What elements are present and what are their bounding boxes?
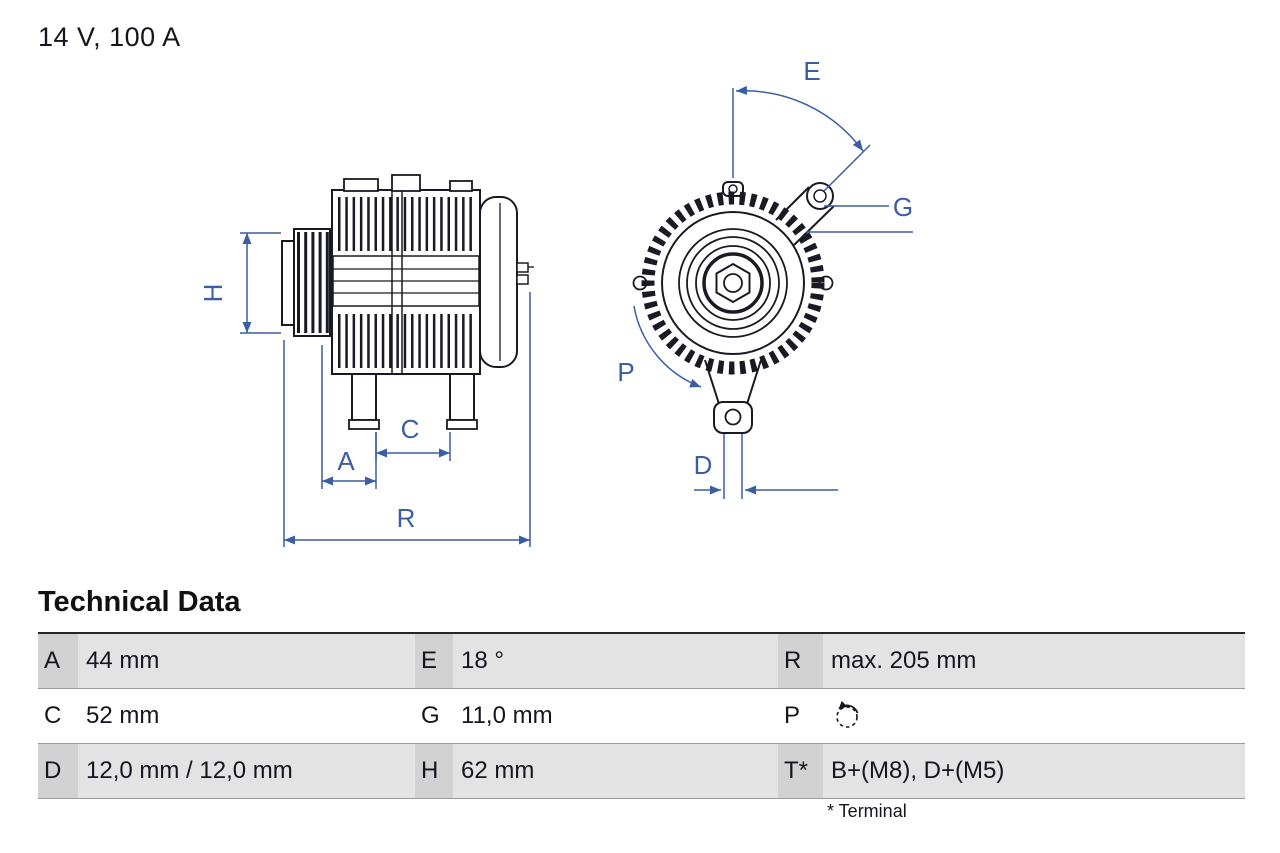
bottom-foot (713, 401, 753, 434)
dimension-D: D (694, 434, 838, 499)
dimension-R: R (283, 292, 531, 547)
dim-label-p: P (617, 357, 634, 387)
spec-key-h: H (415, 744, 453, 798)
spec-row-3: D 12,0 mm / 12,0 mm H 62 mm T* B+(M8), D… (38, 744, 1245, 799)
spec-key-p: P (784, 702, 801, 729)
spec-value-t: B+(M8), D+(M5) (823, 744, 1245, 798)
technical-data-table: A 44 mm E 18 ° R max. 205 mm C 52 mm G 1… (38, 632, 1245, 799)
spec-key-d: D (38, 744, 78, 798)
mounting-feet (348, 373, 478, 430)
spec-key-a: A (38, 634, 78, 688)
spec-value-c: 52 mm (86, 702, 160, 729)
front-view-drawing (632, 181, 835, 434)
dim-label-a: A (337, 446, 355, 476)
dimension-E: E (732, 56, 871, 192)
dim-label-h: H (198, 284, 228, 303)
dimension-G: G (806, 192, 913, 233)
dim-label-d: D (694, 450, 713, 480)
spec-value-p (823, 689, 1245, 743)
stator-slot-ring (641, 191, 825, 375)
spec-value-h: 62 mm (453, 744, 778, 798)
spec-key-g: G (421, 702, 440, 729)
part-rating: 14 V, 100 A (38, 22, 181, 52)
spec-row-1: A 44 mm E 18 ° R max. 205 mm (38, 634, 1245, 689)
dimension-annotations: H A C R (198, 56, 913, 547)
rear-cover (479, 196, 534, 368)
side-view-drawing (281, 174, 534, 430)
spec-value-d: 12,0 mm / 12,0 mm (78, 744, 415, 798)
dim-label-r: R (397, 503, 416, 533)
technical-data-title: Technical Data (38, 586, 241, 618)
counterclockwise-rotation-icon (836, 701, 859, 728)
spec-key-t: T* (778, 744, 823, 798)
spec-value-g: 11,0 mm (461, 702, 553, 729)
spec-key-e: E (415, 634, 453, 688)
dim-label-g: G (893, 192, 913, 222)
spec-key-r: R (778, 634, 823, 688)
housing (331, 174, 481, 375)
spec-value-a: 44 mm (78, 634, 415, 688)
dimension-P: P (617, 305, 702, 388)
dimension-C: C (375, 414, 451, 461)
spec-key-c: C (44, 702, 62, 729)
terminal-footnote: * Terminal (827, 801, 907, 821)
dimension-H: H (198, 232, 281, 334)
dim-label-e: E (803, 56, 820, 86)
dim-label-c: C (401, 414, 420, 444)
spec-row-2: C 52 mm G 11,0 mm P (38, 689, 1245, 744)
shaft-nut (715, 262, 751, 304)
spec-value-e: 18 ° (453, 634, 778, 688)
alternator-technical-drawing: H A C R (198, 56, 913, 547)
spec-value-r: max. 205 mm (823, 634, 1245, 688)
pulley (281, 228, 331, 337)
